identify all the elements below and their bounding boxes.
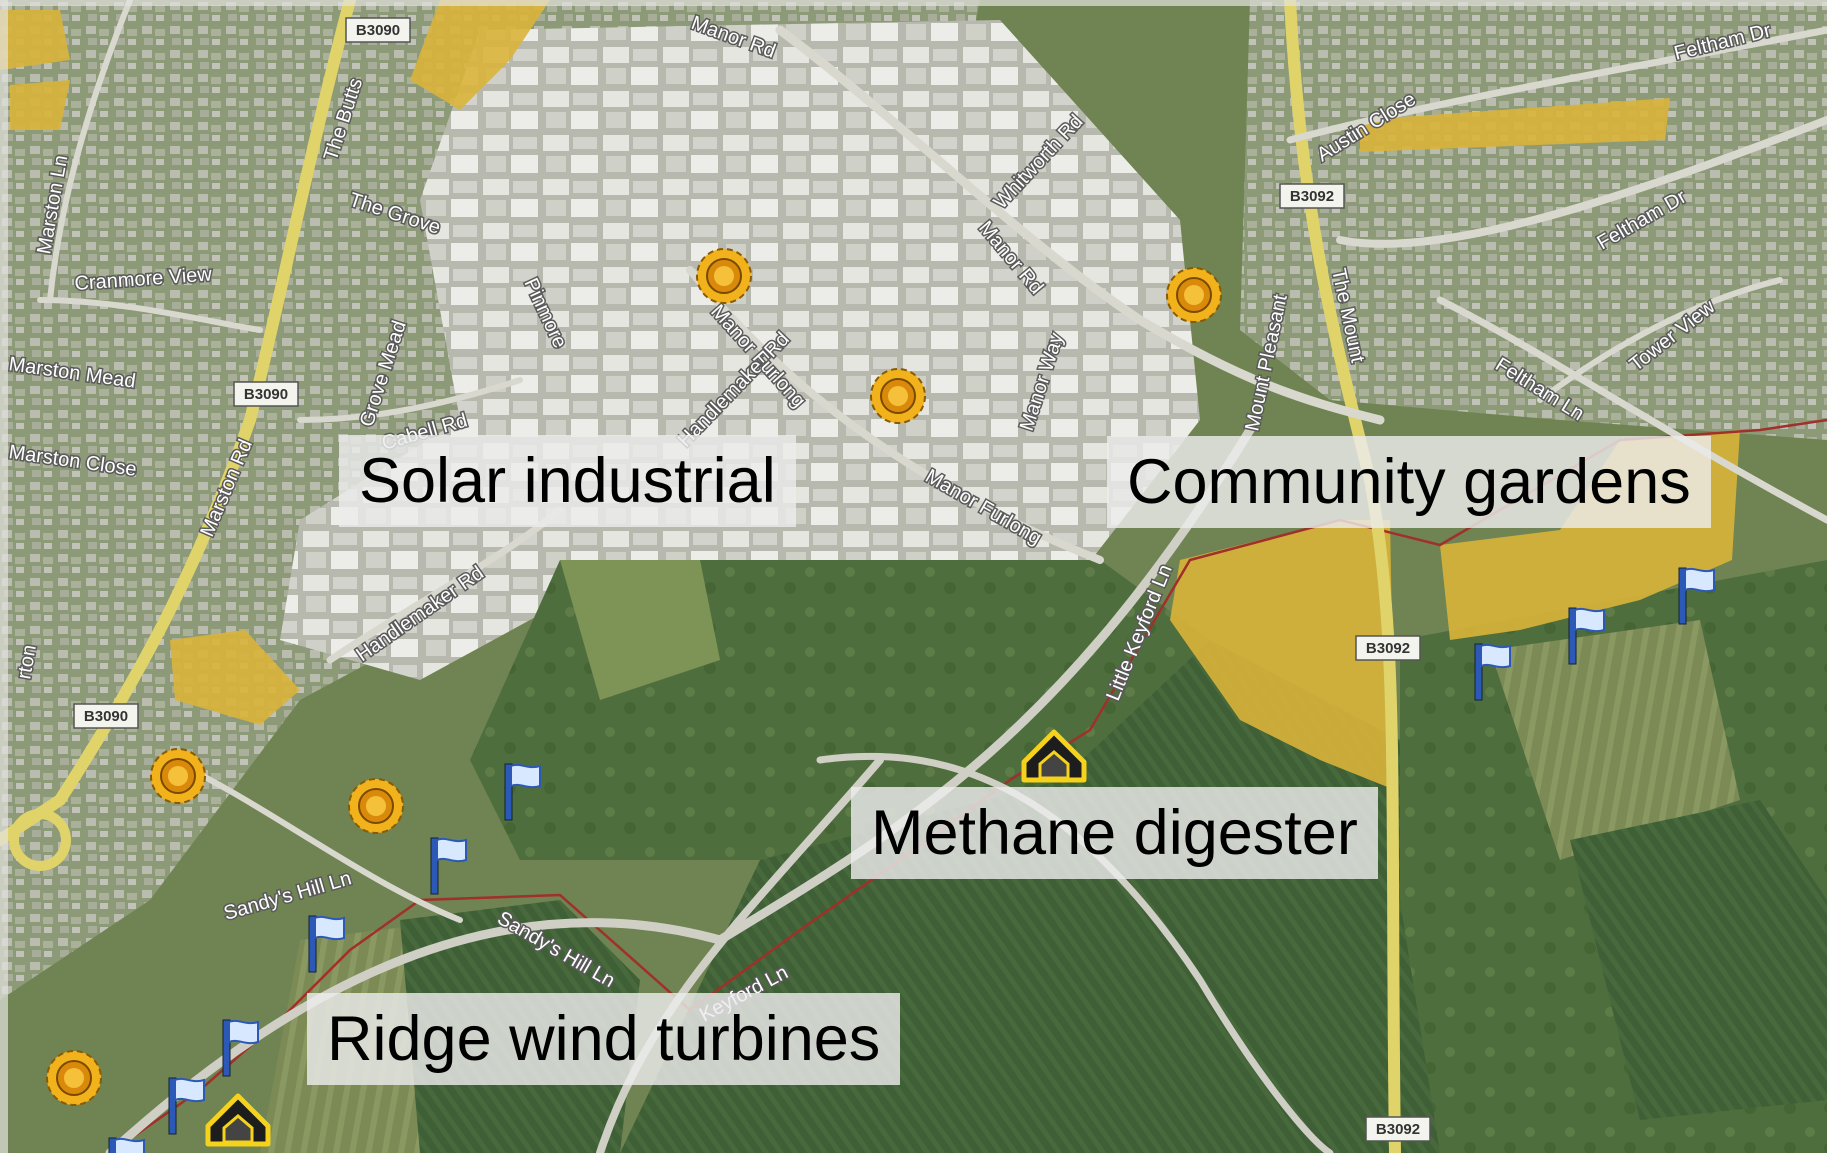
- shield-label: B3090: [244, 386, 288, 403]
- shield-b3092-mid: B3092: [1355, 635, 1421, 661]
- label-methane-digester: Methane digester: [851, 787, 1378, 879]
- wind-turbine-flag-icon[interactable]: [168, 1077, 205, 1135]
- frame-top-edge: [0, 0, 1827, 6]
- roundabout: [9, 809, 71, 871]
- shield-b3092-bottom: B3092: [1365, 1116, 1431, 1142]
- house-icon[interactable]: [205, 1093, 271, 1147]
- label-ridge-wind-turbines: Ridge wind turbines: [307, 993, 901, 1085]
- wind-turbine-flag-icon[interactable]: [1568, 607, 1605, 665]
- shield-b3090-lower: B3090: [73, 703, 139, 729]
- house-icon[interactable]: [1021, 729, 1087, 783]
- wind-turbine-flag-icon[interactable]: [308, 915, 345, 973]
- wind-turbine-flag-icon[interactable]: [222, 1019, 259, 1077]
- wind-turbine-flag-icon[interactable]: [1474, 643, 1511, 701]
- label-solar-industrial: Solar industrial: [339, 435, 796, 527]
- digester-markers: [205, 729, 1087, 1147]
- shield-b3092-top: B3092: [1279, 183, 1345, 209]
- shield-label: B3092: [1290, 188, 1334, 205]
- wind-turbine-flag-icon[interactable]: [1678, 567, 1715, 625]
- wind-turbine-flag-icon[interactable]: [430, 837, 467, 895]
- solar-markers: [46, 248, 1222, 1106]
- shield-label: B3092: [1376, 1121, 1420, 1138]
- label-community-gardens: Community gardens: [1107, 436, 1711, 528]
- shield-b3090-mid: B3090: [233, 381, 299, 407]
- shield-label: B3090: [356, 22, 400, 39]
- road-shields: B3090 B3090 B3090 B3092 B3092 B3092: [73, 17, 1431, 1142]
- sun-icon[interactable]: [46, 1050, 102, 1106]
- frame-left-edge: [0, 0, 8, 1153]
- wind-markers: [108, 567, 1715, 1153]
- sun-icon[interactable]: [1166, 267, 1222, 323]
- sun-icon[interactable]: [696, 248, 752, 304]
- sun-icon[interactable]: [870, 368, 926, 424]
- sun-icon[interactable]: [348, 778, 404, 834]
- shield-b3090-top: B3090: [345, 17, 411, 43]
- wind-turbine-flag-icon[interactable]: [504, 763, 541, 821]
- sun-icon[interactable]: [150, 748, 206, 804]
- shield-label: B3090: [84, 708, 128, 725]
- wind-turbine-flag-icon[interactable]: [108, 1137, 145, 1153]
- road-label-edge: rton: [13, 643, 41, 681]
- shield-label: B3092: [1366, 640, 1410, 657]
